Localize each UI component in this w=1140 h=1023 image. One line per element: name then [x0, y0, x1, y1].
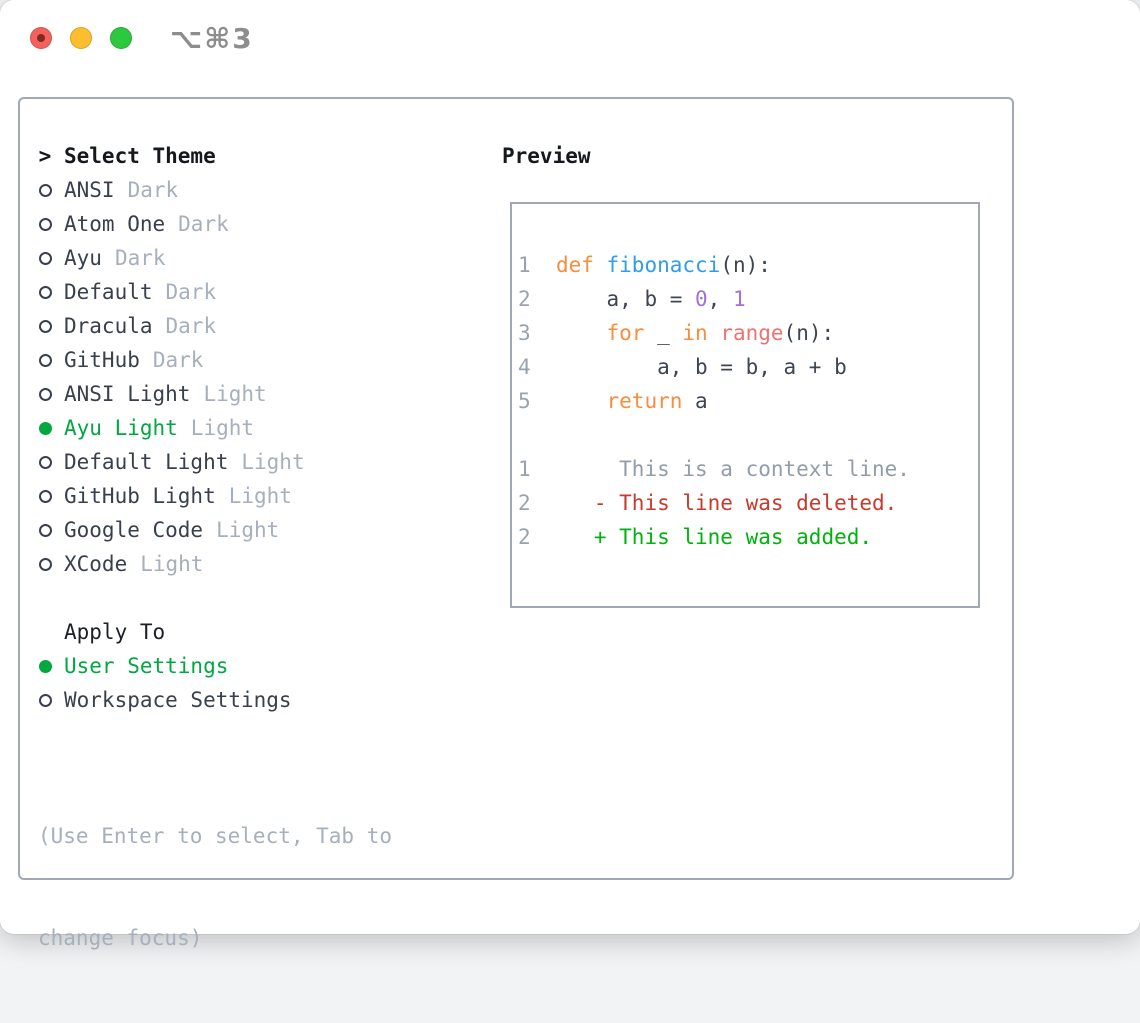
preview-title: Preview	[502, 139, 1012, 173]
radio-icon	[39, 524, 52, 537]
option-category-badge: Dark	[153, 348, 204, 372]
radio-icon	[39, 286, 52, 299]
apply-to-title: Apply To	[64, 620, 165, 644]
theme-option-default-light[interactable]: Default Light Light	[38, 445, 502, 479]
apply-option-user-settings[interactable]: User Settings	[38, 649, 502, 683]
code-line: 2 a, b = 0, 1	[518, 282, 978, 316]
option-category-badge: Light	[229, 484, 292, 508]
radio-icon	[39, 252, 52, 265]
select-theme-title: Select Theme	[64, 144, 216, 168]
option-label: ANSI	[64, 178, 115, 202]
radio-icon	[39, 184, 52, 197]
radio-icon	[39, 354, 52, 367]
option-category-badge: Dark	[128, 178, 179, 202]
theme-option-dracula[interactable]: Dracula Dark	[38, 309, 502, 343]
option-category-badge: Dark	[178, 212, 229, 236]
help-text: (Use Enter to select, Tab to change focu…	[38, 751, 502, 1023]
apply-to-header: Apply To	[38, 615, 502, 649]
theme-option-atom-one[interactable]: Atom One Dark	[38, 207, 502, 241]
radio-icon	[39, 490, 52, 503]
close-button-dot-icon	[37, 34, 45, 42]
option-label: Default Light	[64, 450, 228, 474]
apply-option-workspace-settings[interactable]: Workspace Settings	[38, 683, 502, 717]
option-category-badge: Light	[241, 450, 304, 474]
window-shortcut-label: ⌥⌘3	[170, 22, 254, 55]
option-label: Default	[64, 280, 153, 304]
code-line	[518, 418, 978, 452]
option-label: XCode	[64, 552, 127, 576]
zoom-button[interactable]	[110, 27, 132, 49]
code-line: 2 - This line was deleted.	[518, 486, 978, 520]
titlebar: ⌥⌘3	[30, 26, 254, 50]
select-theme-header: > Select Theme	[38, 139, 502, 173]
theme-option-xcode[interactable]: XCode Light	[38, 547, 502, 581]
theme-option-google-code[interactable]: Google Code Light	[38, 513, 502, 547]
option-label: User Settings	[64, 654, 228, 678]
prompt-icon: >	[38, 144, 52, 168]
theme-option-default[interactable]: Default Dark	[38, 275, 502, 309]
option-label: Google Code	[64, 518, 203, 542]
code-line: 2 + This line was added.	[518, 520, 978, 554]
right-column: Preview 1 def fibonacci(n):2 a, b = 0, 1…	[502, 139, 1012, 878]
spacer	[38, 717, 502, 751]
theme-option-ayu-light[interactable]: Ayu Light Light	[38, 411, 502, 445]
option-label: GitHub	[64, 348, 140, 372]
code-line: 4 a, b = b, a + b	[518, 350, 978, 384]
radio-selected-icon	[39, 422, 52, 435]
option-label: Atom One	[64, 212, 165, 236]
option-category-badge: Light	[191, 416, 254, 440]
close-button[interactable]	[30, 27, 52, 49]
option-category-badge: Dark	[115, 246, 166, 270]
help-line-1: (Use Enter to select, Tab to	[38, 819, 502, 853]
option-label: Dracula	[64, 314, 153, 338]
option-category-badge: Light	[140, 552, 203, 576]
theme-option-ansi-light[interactable]: ANSI Light Light	[38, 377, 502, 411]
option-category-badge: Light	[203, 382, 266, 406]
radio-icon	[39, 388, 52, 401]
help-line-2: change focus)	[38, 921, 502, 955]
radio-icon	[39, 218, 52, 231]
code-line: 3 for _ in range(n):	[518, 316, 978, 350]
theme-option-github-light[interactable]: GitHub Light Light	[38, 479, 502, 513]
option-label: Ayu	[64, 246, 102, 270]
spacer	[38, 581, 502, 615]
option-label: Workspace Settings	[64, 688, 292, 712]
radio-icon	[39, 456, 52, 469]
option-label: Ayu Light	[64, 416, 178, 440]
radio-icon	[39, 320, 52, 333]
option-label: ANSI Light	[64, 382, 190, 406]
option-category-badge: Dark	[166, 314, 217, 338]
radio-icon	[39, 558, 52, 571]
option-category-badge: Light	[216, 518, 279, 542]
code-line: 5 return a	[518, 384, 978, 418]
radio-icon	[39, 694, 52, 707]
radio-selected-icon	[39, 660, 52, 673]
code-line: 1 This is a context line.	[518, 452, 978, 486]
theme-option-ayu[interactable]: Ayu Dark	[38, 241, 502, 275]
theme-option-ansi[interactable]: ANSI Dark	[38, 173, 502, 207]
theme-option-github[interactable]: GitHub Dark	[38, 343, 502, 377]
minimize-button[interactable]	[70, 27, 92, 49]
option-label: GitHub Light	[64, 484, 216, 508]
code-line: 1 def fibonacci(n):	[518, 248, 978, 282]
option-category-badge: Dark	[166, 280, 217, 304]
